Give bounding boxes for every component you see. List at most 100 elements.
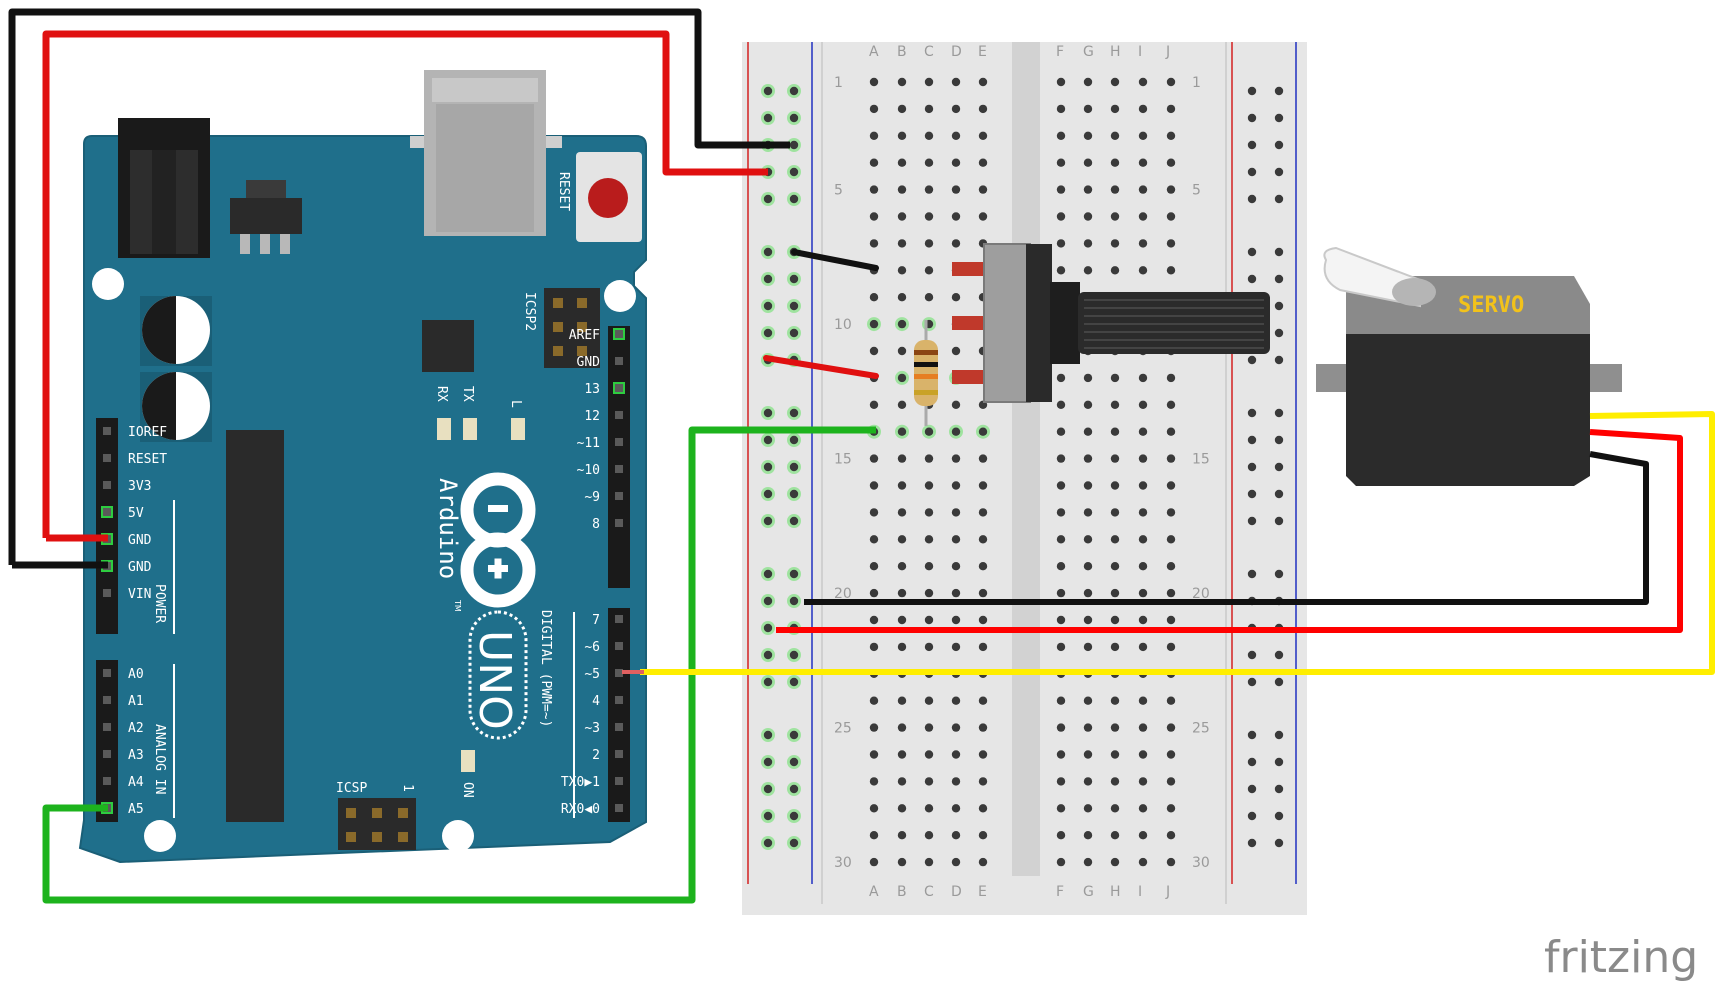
rail-hole[interactable]	[789, 462, 799, 472]
breadboard-hole[interactable]	[897, 212, 907, 221]
breadboard-hole[interactable]	[1056, 104, 1066, 114]
rail-hole[interactable]	[789, 194, 799, 204]
breadboard-hole[interactable]	[1138, 508, 1148, 517]
breadboard-hole[interactable]	[924, 588, 934, 598]
breadboard-hole[interactable]	[869, 158, 879, 167]
rail-hole[interactable]	[1274, 113, 1284, 123]
rail-hole[interactable]	[1274, 167, 1284, 177]
header-pin[interactable]	[615, 492, 623, 500]
breadboard-hole[interactable]	[1166, 857, 1176, 867]
breadboard-hole[interactable]	[1083, 615, 1093, 625]
breadboard-hole[interactable]	[924, 562, 934, 571]
breadboard-hole[interactable]	[1166, 804, 1176, 813]
rail-hole[interactable]	[1247, 838, 1257, 848]
breadboard-hole[interactable]	[1083, 831, 1093, 840]
rail-hole[interactable]	[1247, 435, 1257, 445]
breadboard-hole[interactable]	[1110, 642, 1120, 652]
breadboard-hole[interactable]	[1083, 535, 1093, 544]
rail-hole[interactable]	[1274, 274, 1284, 284]
rail-hole[interactable]	[789, 113, 799, 123]
breadboard-hole[interactable]	[1056, 212, 1066, 221]
rail-hole[interactable]	[1247, 730, 1257, 740]
breadboard-hole[interactable]	[951, 158, 961, 167]
breadboard-hole[interactable]	[897, 400, 907, 409]
rail-hole[interactable]	[1247, 355, 1257, 365]
breadboard-hole[interactable]	[1166, 239, 1176, 248]
breadboard-hole[interactable]	[869, 481, 879, 490]
breadboard-hole[interactable]	[869, 104, 879, 114]
breadboard-hole[interactable]	[1166, 373, 1176, 383]
breadboard-hole[interactable]	[1138, 588, 1148, 598]
rail-hole[interactable]	[763, 194, 773, 204]
rail-hole[interactable]	[1274, 811, 1284, 821]
breadboard-hole[interactable]	[978, 615, 988, 625]
header-pin[interactable]	[615, 777, 623, 785]
breadboard-hole[interactable]	[1110, 615, 1120, 625]
rail-hole[interactable]	[1274, 516, 1284, 526]
rail-hole[interactable]	[789, 408, 799, 418]
breadboard-hole[interactable]	[1056, 427, 1066, 436]
breadboard-hole[interactable]	[1110, 104, 1120, 114]
breadboard-hole[interactable]	[869, 293, 879, 302]
rail-hole[interactable]	[789, 596, 799, 606]
header-pin[interactable]	[615, 669, 623, 677]
breadboard-hole[interactable]	[1166, 158, 1176, 167]
breadboard-hole[interactable]	[1110, 158, 1120, 167]
rail-hole[interactable]	[789, 569, 799, 579]
breadboard-hole[interactable]	[1110, 723, 1120, 732]
breadboard-hole[interactable]	[869, 346, 879, 356]
breadboard-hole[interactable]	[1138, 212, 1148, 221]
rail-hole[interactable]	[789, 677, 799, 687]
breadboard-hole[interactable]	[1056, 77, 1066, 87]
breadboard-hole[interactable]	[1138, 185, 1148, 194]
rail-hole[interactable]	[1274, 328, 1284, 338]
rail-hole[interactable]	[789, 435, 799, 445]
breadboard-hole[interactable]	[951, 239, 961, 248]
breadboard-hole[interactable]	[1166, 615, 1176, 625]
header-pin[interactable]	[103, 669, 111, 677]
header-pin[interactable]	[615, 465, 623, 473]
breadboard-hole[interactable]	[951, 696, 961, 705]
breadboard-hole[interactable]	[1166, 723, 1176, 732]
breadboard-hole[interactable]	[1138, 750, 1148, 759]
wire-servo-gnd[interactable]	[804, 451, 1649, 605]
breadboard-hole[interactable]	[869, 508, 879, 517]
breadboard-hole[interactable]	[1166, 562, 1176, 571]
breadboard-hole[interactable]	[978, 104, 988, 114]
rail-hole[interactable]	[1247, 784, 1257, 794]
breadboard-hole[interactable]	[1083, 804, 1093, 813]
breadboard-hole[interactable]	[1083, 857, 1093, 867]
breadboard-hole[interactable]	[1056, 185, 1066, 194]
rail-hole[interactable]	[763, 650, 773, 660]
breadboard-hole[interactable]	[869, 804, 879, 813]
breadboard-hole[interactable]	[978, 535, 988, 544]
rail-hole[interactable]	[763, 569, 773, 579]
breadboard-hole[interactable]	[1110, 535, 1120, 544]
header-pin[interactable]	[615, 357, 623, 365]
breadboard-hole[interactable]	[869, 615, 879, 625]
rail-hole[interactable]	[763, 86, 773, 96]
breadboard-hole[interactable]	[978, 454, 988, 463]
header-pin[interactable]	[615, 723, 623, 731]
breadboard-hole[interactable]	[1166, 588, 1176, 598]
wire-servo-signal[interactable]	[640, 411, 1715, 675]
breadboard-hole[interactable]	[924, 427, 934, 436]
breadboard-hole[interactable]	[978, 481, 988, 490]
rail-hole[interactable]	[1247, 650, 1257, 660]
breadboard-hole[interactable]	[1110, 185, 1120, 194]
header-pin[interactable]	[103, 508, 111, 516]
breadboard-hole[interactable]	[1138, 615, 1148, 625]
breadboard-hole[interactable]	[1110, 427, 1120, 436]
rail-hole[interactable]	[763, 784, 773, 794]
breadboard-hole[interactable]	[1166, 777, 1176, 786]
breadboard-hole[interactable]	[924, 831, 934, 840]
rail-hole[interactable]	[1274, 784, 1284, 794]
breadboard-hole[interactable]	[897, 319, 907, 329]
breadboard-hole[interactable]	[897, 857, 907, 867]
breadboard-hole[interactable]	[897, 642, 907, 652]
breadboard-hole[interactable]	[978, 212, 988, 221]
breadboard-hole[interactable]	[897, 185, 907, 194]
rail-hole[interactable]	[1274, 194, 1284, 204]
reset-button[interactable]	[588, 178, 628, 218]
breadboard-hole[interactable]	[951, 642, 961, 652]
